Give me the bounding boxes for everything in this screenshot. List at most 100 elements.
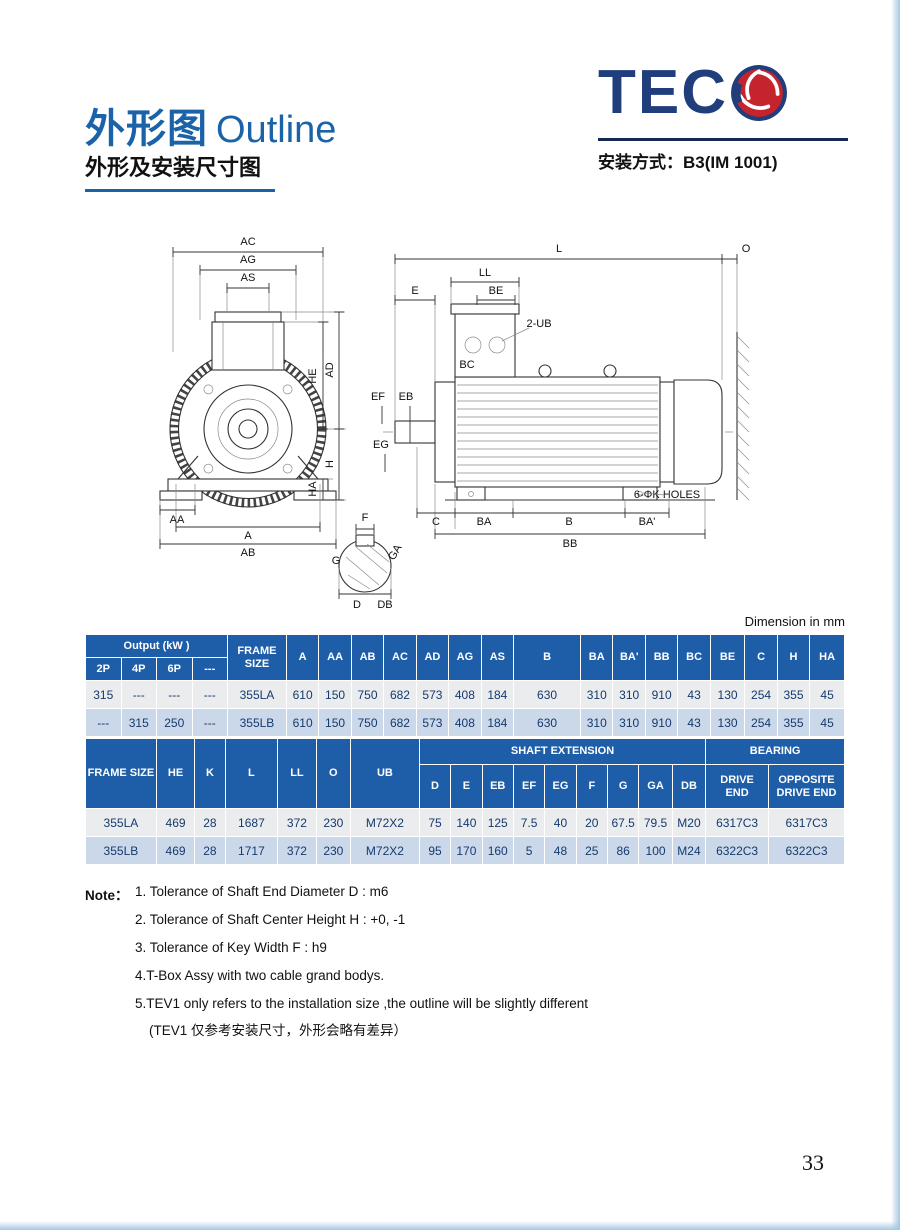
dim-label-ab: AB [241,547,256,559]
label-holes: 6-ΦK HOLES [634,489,700,501]
dim-col-header: HE [155,738,196,809]
dim-label-eb: EB [399,391,414,403]
opposite-drive-end-header: OPPOSITE DRIVE END [767,764,846,809]
dim-col-header: L [224,738,279,809]
dim-col-header: C [744,634,778,681]
dimension-unit-note: Dimension in mm [744,614,845,629]
teco-logo-letter-c: C [681,58,729,127]
dim-label-g: G [332,555,341,567]
teco-logo-letter-e: E [637,58,682,127]
note-item: 5.TEV1 only refers to the installation s… [135,995,588,1011]
dim-col-header: EF [512,764,546,809]
dim-label-aa: AA [170,514,185,526]
page-title-en: Outline [216,109,337,151]
pole-col-header: 2P [85,657,122,681]
note-item: 2. Tolerance of Shaft Center Height H : … [135,911,406,927]
note-item: (TEV1 仅参考安装尺寸，外形会略有差异） [149,1023,408,1039]
dimension-table-1: Output (kW ) FRAME SIZE A AA AB AC AD AG… [84,634,845,737]
motor-side-view: 2-UB BC L O LL E BE EF EB EG [371,243,751,550]
dim-label-he: HE [307,368,319,383]
dim-col-header: H [776,634,811,681]
dim-label-d: D [353,599,361,611]
logo-divider [598,138,848,141]
frame-size-cell: 355LA [85,808,157,837]
dim-label-f: F [362,512,369,524]
dim-col-header: AA [318,634,352,681]
dim-col-header: O [315,738,352,809]
dim-label-h: H [324,460,336,468]
dim-col-header: AB [350,634,385,681]
dim-label-b: B [565,516,572,528]
dim-col-header: AG [448,634,482,681]
outline-drawing: AC AG AS HE AD H HA AA A AB [159,236,751,611]
frame-size-cell: 355LB [227,708,287,737]
table-row: 315 --- --- --- 355LA 610 150 750 682 57… [85,680,845,709]
bearing-header: BEARING [705,738,845,765]
dim-col-header: HA [809,634,845,681]
dim-label-as: AS [241,272,256,284]
dim-col-header: EB [481,764,514,809]
dim-label-e: E [411,285,418,297]
page-edge-bottom [0,1221,900,1230]
table-row: 355LA 469 28 1687 372 230 M72X2 75 140 1… [85,808,846,837]
dim-col-header: BA [580,634,614,681]
dim-col-header: E [450,764,483,809]
dim-col-header: AS [480,634,515,681]
dim-label-ba2: BA' [639,516,656,528]
dim-col-header: A [285,634,320,681]
dim-col-header: EG [544,764,577,809]
dim-label-eg: EG [373,439,389,451]
dimension-table-2: FRAME SIZE HE K L LL O UB SHAFT EXTENSIO… [85,738,846,865]
pole-col-header: --- [191,657,229,681]
dim-col-header: BB [644,634,679,681]
notes-section: Note： 1. Tolerance of Shaft End Diameter… [85,884,588,1051]
dim-label-bc: BC [459,359,474,371]
shaft-extension-header: SHAFT EXTENSION [418,738,707,765]
drive-end-header: DRIVE END [705,764,769,809]
dim-col-header: AC [383,634,417,681]
dim-label-l: L [556,243,562,255]
page-number: 33 [802,1150,824,1175]
pole-col-header: 6P [156,657,193,681]
dim-col-header: GA [638,764,673,809]
dim-col-header: BC [677,634,711,681]
dim-col-header: K [194,738,226,809]
dim-label-ba: BA [477,516,492,528]
page-subtitle: 外形及安装尺寸图 [85,150,276,192]
frame-size-cell: 355LB [85,836,157,865]
dim-col-header: G [606,764,640,809]
motor-front-view: AC AG AS HE AD H HA AA A AB [159,236,346,559]
dim-label-ef: EF [371,391,385,403]
dim-col-header: BA' [612,634,646,681]
teco-logo: T E C [598,62,788,124]
dim-label-o: O [742,243,751,255]
shaft-section-view: F G GA D DB [332,512,405,611]
note-item: 1. Tolerance of Shaft End Diameter D : m… [135,884,389,899]
frame-size-header: FRAME SIZE [85,738,157,809]
dim-col-header: LL [277,738,317,809]
dim-label-bb: BB [563,538,578,550]
dim-col-header: DB [671,764,707,809]
dim-label-db: DB [377,599,392,611]
dim-col-header: D [418,764,452,809]
dim-label-ag: AG [240,254,256,266]
dim-col-header: AD [415,634,450,681]
output-kw-header: Output (kW ) [84,634,229,658]
dim-col-header: F [575,764,608,809]
mounting-type-label: 安装方式：B3(IM 1001) [598,153,778,172]
dim-label-be: BE [489,285,504,297]
page-title-cn: 外形图 [85,107,208,151]
dim-label-ac: AC [240,236,255,248]
teco-logo-letter-t: T [598,58,638,127]
teco-logo-o-swirl-icon [731,65,787,121]
frame-size-cell: 355LA [227,680,287,709]
note-item: 4.T-Box Assy with two cable grand bodys. [135,967,385,983]
frame-size-header: FRAME SIZE [227,634,287,681]
dim-col-header: UB [350,738,420,809]
table-row: --- 315 250 --- 355LB 610 150 750 682 57… [85,708,845,737]
page-edge-right [891,0,900,1230]
note-label: Note： [85,888,129,903]
dim-col-header: B [513,634,582,681]
